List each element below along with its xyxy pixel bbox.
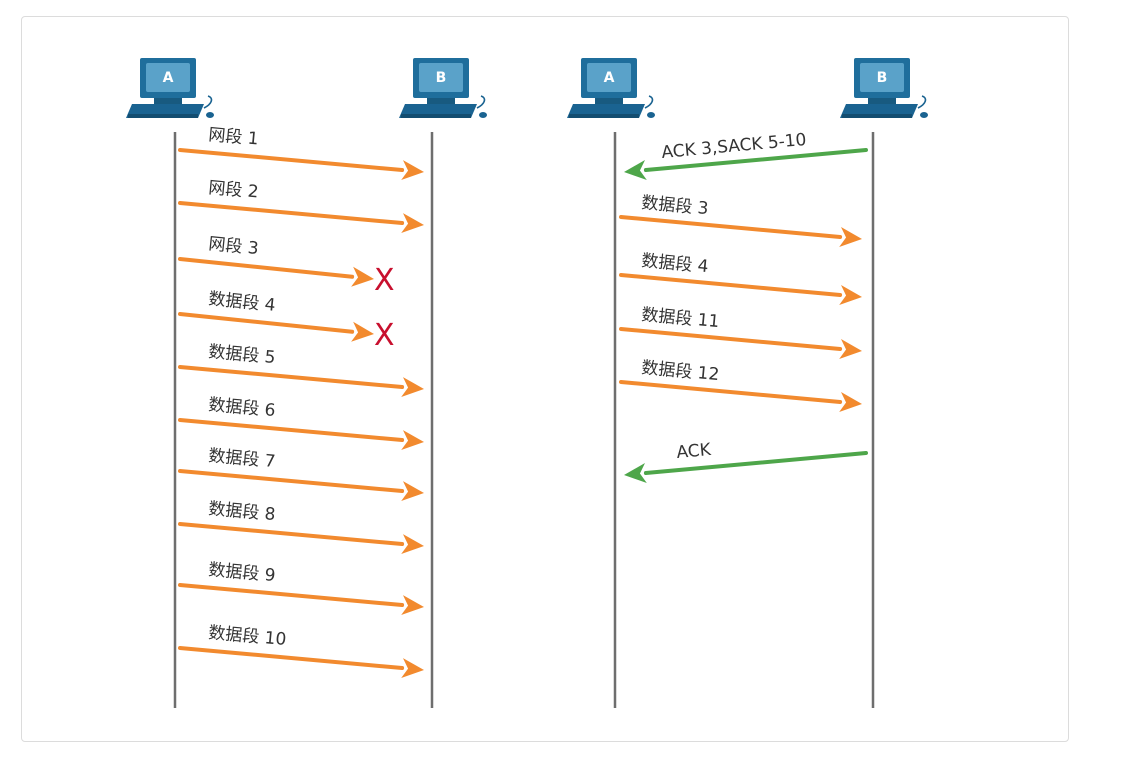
diagram-frame — [21, 16, 1069, 742]
segment-arrow — [178, 257, 374, 287]
segment-arrow — [619, 327, 862, 359]
segment-arrow — [619, 380, 862, 412]
segment-label: 数据段 11 — [641, 305, 721, 332]
segment-arrow — [178, 583, 424, 615]
segment-label: 数据段 10 — [208, 623, 288, 650]
segment-arrow — [178, 201, 424, 233]
left-host-b-label: B — [436, 70, 447, 86]
segment-label: 数据段 9 — [208, 560, 277, 586]
segment-arrow — [178, 148, 424, 180]
segment-arrow — [178, 365, 424, 397]
segment-label: 网段 3 — [207, 234, 259, 259]
segment-arrow — [619, 273, 862, 305]
right-host-a-label: A — [604, 70, 615, 86]
segment-label: 网段 1 — [208, 125, 260, 149]
segment-label: 数据段 7 — [208, 446, 277, 472]
segment-label: 数据段 4 — [207, 289, 276, 316]
segment-arrow — [619, 215, 862, 247]
segment-label: 数据段 5 — [208, 342, 277, 368]
segment-arrow — [178, 646, 424, 678]
lost-segment-x-mark: X — [374, 263, 395, 298]
left-panel: A B 网段 1 网段 2 网段 3 X 数据段 4 X 数据段 5 数据段 6 数据段 7 数据… — [125, 57, 488, 708]
segment-label: 数据段 4 — [641, 251, 710, 277]
segment-label: 数据段 8 — [208, 499, 277, 525]
segment-label: 数据段 6 — [208, 395, 277, 421]
lost-segment-x-mark: X — [374, 318, 395, 353]
right-host-b-label: B — [877, 70, 888, 86]
ack-arrow — [624, 148, 868, 180]
ack-label: ACK — [676, 440, 713, 463]
left-host-a-computer-icon: A — [125, 57, 215, 119]
segment-label: 网段 2 — [208, 178, 260, 202]
segment-label: 数据段 3 — [641, 193, 710, 219]
segment-arrow — [178, 522, 424, 554]
right-host-b-computer-icon: B — [839, 57, 929, 119]
segment-arrow — [178, 312, 374, 342]
left-host-b-computer-icon: B — [398, 57, 488, 119]
right-host-a-computer-icon: A — [566, 57, 656, 119]
segment-arrow — [178, 469, 424, 501]
ack-arrow — [624, 451, 868, 483]
segment-arrow — [178, 418, 424, 450]
segment-label: 数据段 12 — [641, 358, 721, 385]
left-host-a-label: A — [163, 70, 174, 86]
